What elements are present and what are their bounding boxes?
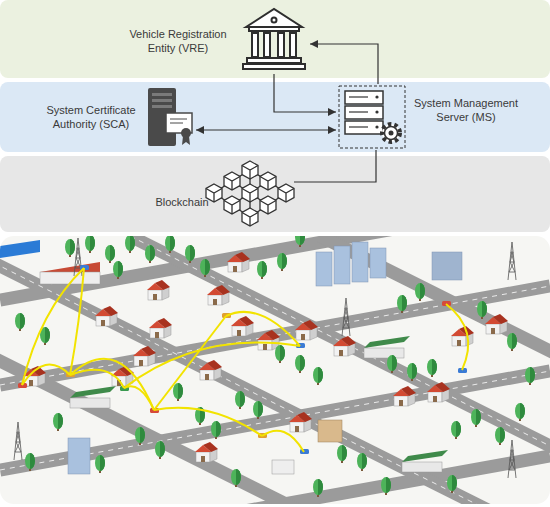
entity-node: Blockchain [152, 157, 294, 229]
node-label: Blockchain [152, 195, 212, 209]
entity-node: Vehicle Registration Entity (VRE) [118, 4, 310, 74]
connector-arrow [310, 44, 378, 84]
entity-node: System Certificate Authority (SCA) [36, 84, 196, 150]
top-band [0, 0, 550, 78]
registration-building-icon [243, 9, 305, 69]
river [0, 240, 40, 258]
trees [15, 236, 535, 497]
management-server-icon [339, 86, 405, 148]
city-ground [0, 236, 550, 504]
node-label: System Management Server (MS) [406, 96, 526, 124]
v2v-links [22, 268, 468, 452]
connector-arrow [274, 74, 336, 112]
cell-towers [14, 238, 516, 478]
roads [0, 236, 550, 504]
entity-node: System Management Server (MS) [336, 84, 526, 150]
connector-arrow [294, 150, 376, 182]
certificate-server-icon [148, 88, 192, 146]
houses [23, 252, 508, 462]
node-label: System Certificate Authority (SCA) [36, 103, 146, 131]
road-markings [0, 236, 550, 504]
city-illustration [0, 236, 550, 504]
buildings [40, 242, 462, 474]
connector-arrow [196, 129, 336, 130]
lower-band [0, 156, 550, 232]
node-label: Vehicle Registration Entity (VRE) [118, 27, 238, 55]
vehicles [18, 265, 467, 454]
middle-band [0, 82, 550, 152]
blockchain-icon [206, 161, 294, 226]
